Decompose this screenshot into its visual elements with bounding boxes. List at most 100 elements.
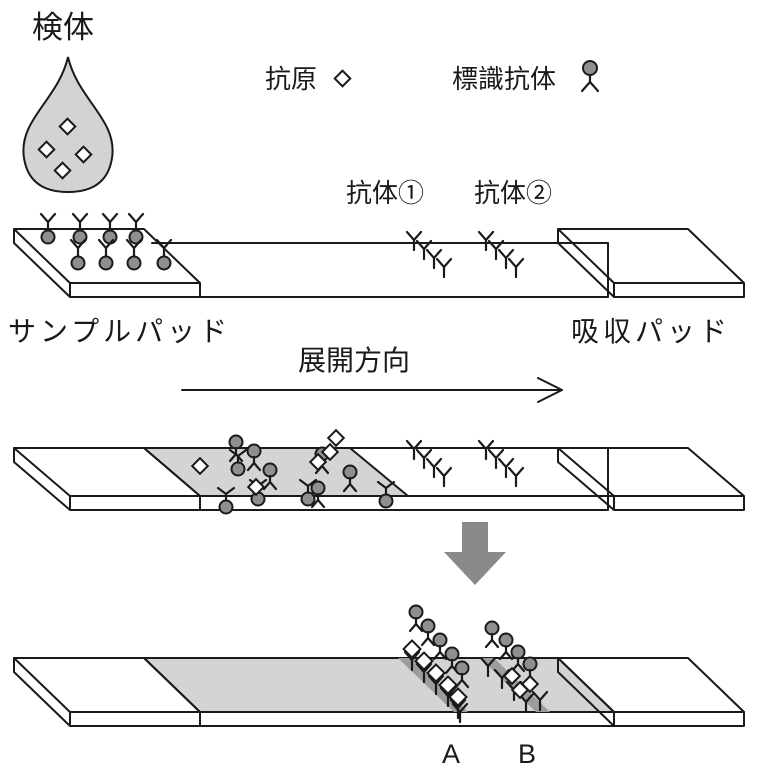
specimen-drop [22,56,114,194]
labeled-antibody-icon [228,434,244,450]
absorbent-pad-label: 吸収パッド [571,315,731,348]
antigen-icon [246,477,266,497]
antibody-icon [477,230,495,252]
labeled-antibody-icon [432,632,448,648]
antigen-icon [520,674,540,694]
antigen-icon [308,452,328,472]
antibody-icon [507,257,525,279]
sample-pad [13,228,201,298]
antigen-icon [37,140,56,159]
labeled-antibody-icon [510,644,526,660]
antigen-legend-icon [333,69,352,88]
antibody-icon [479,656,497,678]
labeled-antibody-icon [454,660,470,676]
labeled-antibody-icon [342,464,358,480]
labeled-antibody-icon [250,491,266,507]
antibody-icon [487,239,505,261]
membrane [151,242,609,298]
antigen-icon [502,666,522,686]
antibody-icon [531,690,549,712]
antibody-icon [415,239,433,261]
immobilized-antibody-group [405,439,525,488]
labeled-antibody-icon [246,443,262,459]
labeled-antibody-arm-icon [454,672,470,689]
labeled-antibody-icon [300,491,316,507]
antigen-icon [190,456,210,476]
labeled-antibody-icon [484,620,500,636]
antibody1-label: 抗体① [346,179,424,209]
labeled-antibody-icon [420,618,436,634]
labeled-antibody-arm-icon [246,455,262,472]
labeled-antibody-group [39,212,173,271]
antibody-icon [497,457,515,479]
captured-complex-group [402,604,549,724]
labeled-antibody-icon [128,229,144,245]
labeled-antibody-legend-label: 標識抗体 [452,65,556,95]
antigen-icon [326,428,346,448]
antibody-icon [497,248,515,270]
absorbent-pad [557,447,745,511]
immobilized-antibody-group [405,230,525,279]
antibody-icon [425,457,443,479]
labeled-antibody-icon [218,499,234,515]
sample-pad-label: サンプルパッド [8,315,231,348]
labeled-antibody-icon [156,255,172,271]
labeled-antibody-icon [230,461,246,477]
antigen-legend-label: 抗原 [265,65,317,95]
labeled-antibody-arm-icon [310,492,326,509]
antibody-icon [507,466,525,488]
labeled-antibody-icon [70,255,86,271]
antibody-icon [415,662,433,684]
line-b-label: B [518,739,536,769]
down-arrow-icon [444,522,506,585]
wet-membrane [143,657,615,713]
antibody-icon [435,257,453,279]
specimen-label: 検体 [32,10,94,46]
antigen-icon [74,145,93,164]
labeled-antibody-icon [72,229,88,245]
antibody-icon [405,230,423,252]
antibody-icon [405,439,423,461]
labeled-antibody-arm-icon [498,644,514,661]
antibody-icon [427,674,445,696]
labeled-antibody-icon [98,255,114,271]
antibody2-label: 抗体② [474,179,552,209]
antibody-icon [403,650,421,672]
strip-3 [13,604,745,727]
antibody-icon [415,448,433,470]
absorbent-pad [557,228,745,298]
antibody-icon [435,466,453,488]
antibody-icon [451,702,469,724]
antigen-icon [402,639,422,659]
labeled-antibody-arm-icon [432,644,448,661]
antibody-icon [487,448,505,470]
antigen-icon [414,651,434,671]
labeled-antibody-arm-icon [484,632,500,649]
antibody-icon [477,439,495,461]
labeled-antibody-arm-icon [420,630,436,647]
labeled-antibody-legend-icon [580,60,600,93]
strip-1 [13,212,745,298]
mobile-complex-group [190,428,396,515]
antigen-icon [448,687,468,707]
antigen-icon [426,663,446,683]
labeled-antibody-icon [102,229,118,245]
line-a-label: A [442,739,460,769]
flow-direction-label: 展開方向 [298,344,410,377]
antigen-icon [58,117,77,136]
labeled-antibody-icon [408,604,424,620]
labeled-antibody-icon [262,462,278,478]
labeled-antibody-arm-icon [408,616,424,633]
labeled-antibody-icon [522,656,538,672]
strip-2 [13,428,745,515]
antigen-icon [438,675,458,695]
labeled-antibody-arm-icon [262,474,278,491]
antibody-icon [425,248,443,270]
labeled-antibody-icon [310,480,326,496]
labeled-antibody-arm-icon [342,476,358,493]
right-arrow-icon [181,377,563,403]
labeled-antibody-icon [378,493,394,509]
labeled-antibody-icon [126,255,142,271]
antigen-icon [53,161,72,180]
